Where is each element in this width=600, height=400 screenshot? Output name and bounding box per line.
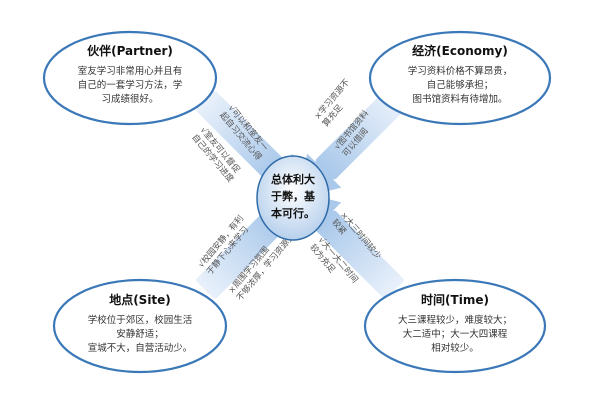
node-economy-line-3: 图书馆资料有待增加。 (412, 93, 507, 105)
node-time-line-2: 大二适中；大一大四课程 (403, 328, 508, 340)
node-partner-line-3: 习成绩很好。 (101, 93, 158, 105)
node-time-title: 时间(Time) (421, 292, 489, 307)
node-economy-line-2: 自己能够承担； (427, 79, 494, 91)
node-partner-line-1: 室友学习非常用心并且有 (78, 65, 183, 77)
node-partner: 伙伴(Partner) 室友学习非常用心并且有 自己的一套学习方法，学 习成绩很… (42, 30, 218, 126)
node-economy-line-1: 学习资料价格不算昂贵， (408, 65, 513, 77)
node-time: 时间(Time) 大三课程较少，难度较大； 大二适中；大一大四课程 相对较少。 (363, 278, 547, 374)
node-economy-title: 经济(Economy) (412, 43, 508, 58)
node-time-line-1: 大三课程较少，难度较大； (398, 314, 512, 326)
node-partner-line-2: 自己的一套学习方法，学 (78, 79, 183, 91)
node-time-line-3: 相对较少。 (431, 342, 479, 354)
node-site-title: 地点(Site) (109, 292, 171, 307)
node-site: 地点(Site) 学校位于郊区，校园生活 安静舒适； 宣城不大，自营活动少。 (52, 278, 228, 374)
node-site-line-1: 学校位于郊区，校园生活 (88, 314, 193, 326)
center-line-3: 本可行。 (271, 206, 315, 220)
node-site-line-3: 宣城不大，自营活动少。 (88, 342, 193, 354)
center-line-2: 于弊，基 (271, 189, 316, 203)
center-line-1: 总体利大 (271, 172, 315, 186)
node-site-line-2: 安静舒适； (116, 328, 164, 340)
node-economy: 经济(Economy) 学习资料价格不算昂贵， 自己能够承担； 图书馆资料有待增… (368, 30, 552, 126)
node-partner-title: 伙伴(Partner) (87, 43, 173, 58)
node-center: 总体利大 于弊，基 本可行。 (256, 155, 330, 241)
